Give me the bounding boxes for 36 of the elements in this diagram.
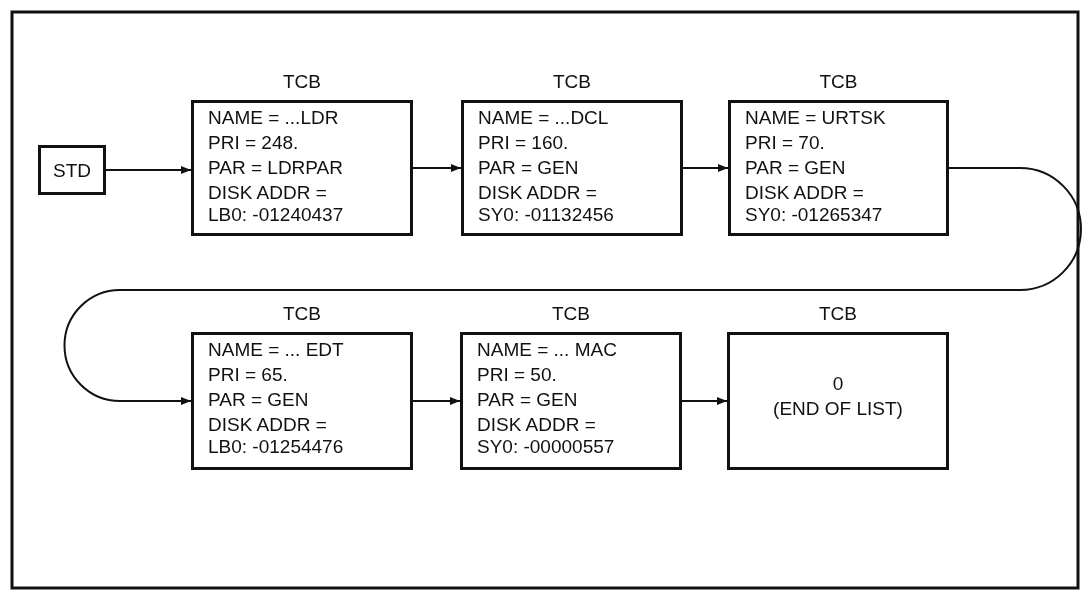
field-text: PAR = GEN xyxy=(208,389,309,411)
field-text: DISK ADDR = SY0: -01265347 xyxy=(745,182,884,226)
field-text: NAME = ... EDT xyxy=(208,339,344,361)
field-text: NAME = URTSK xyxy=(745,107,886,129)
field-text: PAR = GEN xyxy=(477,389,578,411)
box-heading: TCB xyxy=(282,71,322,93)
field-text: PRI = 248. xyxy=(208,132,299,154)
note-text: (END OF LIST) xyxy=(772,398,904,420)
arrow xyxy=(105,166,192,174)
box-heading: TCB xyxy=(282,303,322,325)
field-text: NAME = ...LDR xyxy=(208,107,339,129)
box-heading: TCB xyxy=(551,303,591,325)
arrow xyxy=(681,397,728,405)
node-label: STD xyxy=(52,160,92,182)
std-box xyxy=(38,145,106,195)
field-text: NAME = ...DCL xyxy=(478,107,609,129)
field-text: PRI = 160. xyxy=(478,132,569,154)
field-text: DISK ADDR = SY0: -01132456 xyxy=(478,182,615,226)
arrow xyxy=(63,167,1082,405)
field-text: PAR = GEN xyxy=(478,157,579,179)
box-heading: TCB xyxy=(818,71,859,93)
arrow xyxy=(412,397,461,405)
arrow xyxy=(412,164,462,172)
field-text: DISK ADDR = LB0: -01240437 xyxy=(208,182,345,226)
box-heading: TCB xyxy=(552,71,592,93)
field-text: NAME = ... MAC xyxy=(477,339,617,361)
field-text: DISK ADDR = SY0: -00000557 xyxy=(477,414,616,458)
field-text: DISK ADDR = LB0: -01254476 xyxy=(208,414,345,458)
field-text: PRI = 50. xyxy=(477,364,557,386)
arrow xyxy=(682,164,729,172)
value-text: 0 xyxy=(831,373,845,395)
field-text: PRI = 65. xyxy=(208,364,288,386)
field-text: PAR = GEN xyxy=(745,157,846,179)
field-text: PAR = LDRPAR xyxy=(208,157,343,179)
field-text: PRI = 70. xyxy=(745,132,825,154)
box-heading: TCB xyxy=(818,303,858,325)
